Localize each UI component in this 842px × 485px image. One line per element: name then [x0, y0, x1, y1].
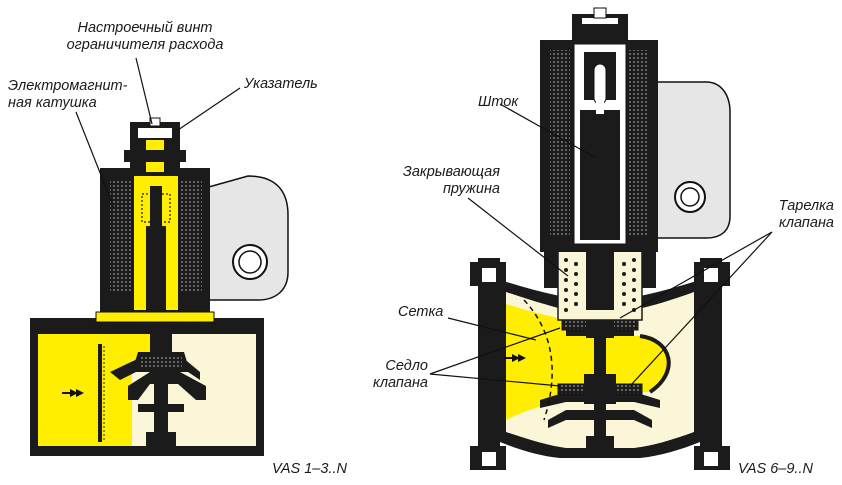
- label-closing-spring: Закрывающая пружина: [402, 164, 500, 197]
- label-left-model: VAS 1–3..N: [272, 461, 347, 477]
- right-inlet-flange: [478, 258, 500, 470]
- right-flow-arrow: [504, 354, 526, 362]
- left-connector-box: [197, 175, 289, 301]
- label-adjust-screw: Настроечный винт ограничителя расхода: [66, 20, 224, 53]
- right-stem-armature: [580, 110, 620, 240]
- label-valve-seat: Седло клапана: [372, 358, 428, 391]
- label-valve-disc: Тарелка клапана: [778, 198, 834, 231]
- closing-spring: [564, 258, 636, 312]
- label-coil: Электромагнит- ная катушка: [8, 78, 128, 111]
- label-stem: Шток: [478, 94, 519, 110]
- right-connector-box: [653, 81, 731, 239]
- right-outlet-flange: [700, 258, 722, 470]
- label-indicator: Указатель: [244, 76, 318, 92]
- leader-lines: [75, 57, 773, 387]
- label-right-model: VAS 6–9..N: [738, 461, 813, 477]
- right-connector-screw: [674, 181, 706, 213]
- right-mesh: [523, 299, 553, 421]
- label-mesh: Сетка: [398, 304, 444, 320]
- left-valve: [30, 117, 289, 456]
- left-flow-arrow: [62, 389, 84, 397]
- left-connector-screw: [232, 244, 268, 280]
- right-valve: [470, 7, 731, 470]
